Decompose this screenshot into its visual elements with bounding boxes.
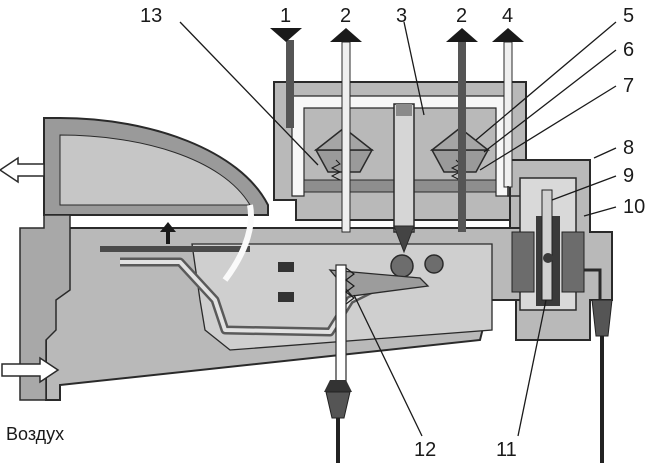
label-8: 8 [623, 137, 634, 159]
flow-up-arrow [160, 222, 176, 244]
label-10: 10 [623, 196, 645, 218]
label-9: 9 [623, 165, 634, 187]
right-connector [584, 268, 613, 463]
label-13: 13 [140, 5, 162, 27]
label-2b: 2 [456, 5, 467, 27]
tube-2a [341, 41, 351, 233]
left-wall [19, 214, 71, 401]
label-3: 3 [396, 5, 407, 27]
tube-1 [286, 40, 294, 128]
part-labels: 13 1 2 3 2 4 5 6 7 8 9 10 11 12 Воздух [6, 5, 645, 461]
label-12: 12 [414, 439, 436, 461]
tube-arrows [270, 28, 524, 42]
label-7: 7 [623, 75, 634, 97]
solenoid [511, 177, 585, 311]
label-5: 5 [623, 5, 634, 27]
air-inlet-arrow [1, 356, 60, 384]
label-11: 11 [496, 439, 517, 461]
air-flap [100, 246, 250, 252]
air-outlet-arrow [0, 156, 45, 184]
intake-inner [59, 134, 251, 206]
caption-air: Воздух [6, 424, 64, 444]
label-6: 6 [623, 39, 634, 61]
air-duct [222, 204, 254, 282]
central-plunger [393, 103, 415, 254]
label-2a: 2 [340, 5, 351, 27]
lower-connector [324, 380, 352, 463]
roller-mechanism [278, 254, 444, 302]
label-4: 4 [502, 5, 513, 27]
tube-4 [503, 41, 513, 188]
leader-lines [179, 21, 617, 437]
label-1: 1 [280, 5, 291, 27]
tube-2b [458, 42, 466, 232]
